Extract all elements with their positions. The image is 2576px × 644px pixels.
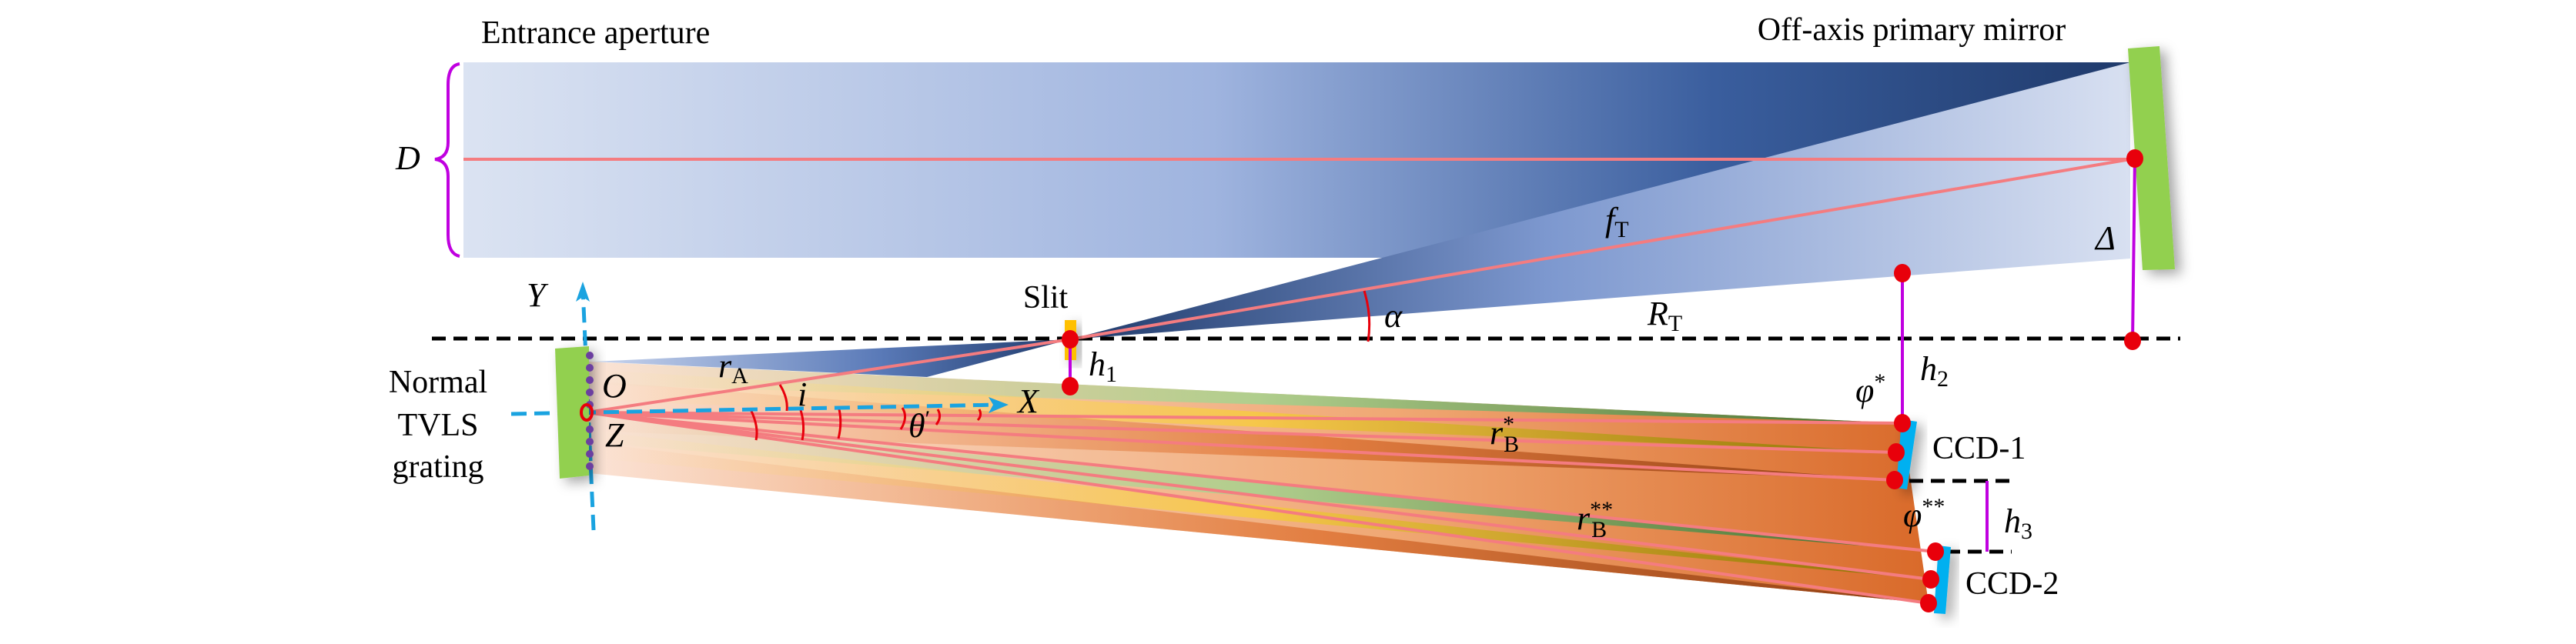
symbol-rB-double-star: r**B xyxy=(1577,497,1613,542)
y-axis-arrow-icon xyxy=(576,282,590,302)
arc-alpha xyxy=(1363,290,1371,342)
symbol-rA: rA xyxy=(718,347,748,389)
arc-i xyxy=(778,384,788,412)
delta-line xyxy=(2131,158,2136,342)
symbol-i: i xyxy=(798,375,807,413)
ray-ccd2-c xyxy=(586,411,1929,605)
arc-theta-3 xyxy=(837,409,842,439)
off-axis-primary-mirror xyxy=(2128,46,2175,270)
symbol-alpha: α xyxy=(1384,297,1403,335)
symbol-Y: Y xyxy=(527,276,549,314)
ccd2-point-3 xyxy=(1920,594,1937,612)
ccd1-point-1 xyxy=(1894,414,1911,432)
symbol-h1: h1 xyxy=(1089,345,1117,387)
symbol-theta: θ′ xyxy=(908,406,930,445)
angle-arcs xyxy=(749,290,1371,441)
mirror-vertex-point xyxy=(2126,149,2143,168)
fan-yellow-ccd1 xyxy=(589,369,1896,452)
ray-ccd2-b xyxy=(586,411,1932,581)
ray-ccd1-b xyxy=(586,411,1897,454)
ccd-1 xyxy=(1896,419,1917,489)
focusing-cone xyxy=(1070,62,2130,339)
symbol-RT: RT xyxy=(1647,295,1682,336)
symbol-phi-double-star: φ** xyxy=(1903,494,1945,534)
ccd2-label: CCD-2 xyxy=(1965,566,2059,602)
aperture-brace xyxy=(434,62,460,258)
ccd1-point-2 xyxy=(1888,443,1905,462)
grating-label-line3: grating xyxy=(393,449,484,485)
symbol-h2: h2 xyxy=(1920,350,1949,392)
symbol-delta: Δ xyxy=(2094,219,2116,257)
ccd1-point-3 xyxy=(1886,471,1903,489)
ccd1-label: CCD-1 xyxy=(1932,431,2026,466)
symbol-rB-star: r*B xyxy=(1490,412,1519,457)
slit-point xyxy=(1062,330,1079,349)
fan-yellow-ccd2 xyxy=(589,431,1931,579)
grating-origin-marker xyxy=(580,403,594,422)
arc-theta-2 xyxy=(799,409,805,441)
ccd2-point-2 xyxy=(1922,570,1939,589)
slit-to-grating-beam xyxy=(593,339,1070,377)
ccd-2 xyxy=(1934,546,1951,614)
symbol-h3: h3 xyxy=(2004,502,2032,544)
dimension-lines xyxy=(434,62,2136,552)
ray-ccd1-c xyxy=(586,411,1895,482)
h2-top-point xyxy=(1894,264,1911,282)
symbol-phi-star: φ* xyxy=(1855,369,1885,409)
entrance-aperture-label: Entrance aperture xyxy=(481,15,710,51)
arc-theta-6 xyxy=(976,409,982,422)
ccd2-point-1 xyxy=(1927,542,1944,561)
arc-theta-4 xyxy=(899,407,906,430)
symbol-O: O xyxy=(602,367,627,405)
symbol-D: D xyxy=(395,139,420,177)
slit-label: Slit xyxy=(1023,280,1069,315)
ray-ccd1-a xyxy=(586,411,1903,425)
x-axis-arrow-icon xyxy=(989,397,1009,413)
arc-theta-5 xyxy=(935,409,942,425)
fan-green-ccd1 xyxy=(589,362,1902,423)
mirror-label: Off-axis primary mirror xyxy=(1758,12,2066,48)
symbol-X: X xyxy=(1016,382,1040,420)
mirror-axis-point xyxy=(2124,332,2141,350)
arc-theta-1 xyxy=(749,409,758,441)
grating-label-line1: Normal xyxy=(389,365,487,400)
grating-label-line2: TVLS xyxy=(398,408,479,443)
key-points xyxy=(1062,149,2143,612)
tvls-grating xyxy=(555,346,589,479)
ray-ccd2-a xyxy=(586,411,1936,553)
symbol-Z: Z xyxy=(605,416,624,454)
fan-orange-ccd2 xyxy=(589,442,1929,603)
grating-grooves xyxy=(586,352,594,470)
h1-point xyxy=(1062,377,1079,395)
